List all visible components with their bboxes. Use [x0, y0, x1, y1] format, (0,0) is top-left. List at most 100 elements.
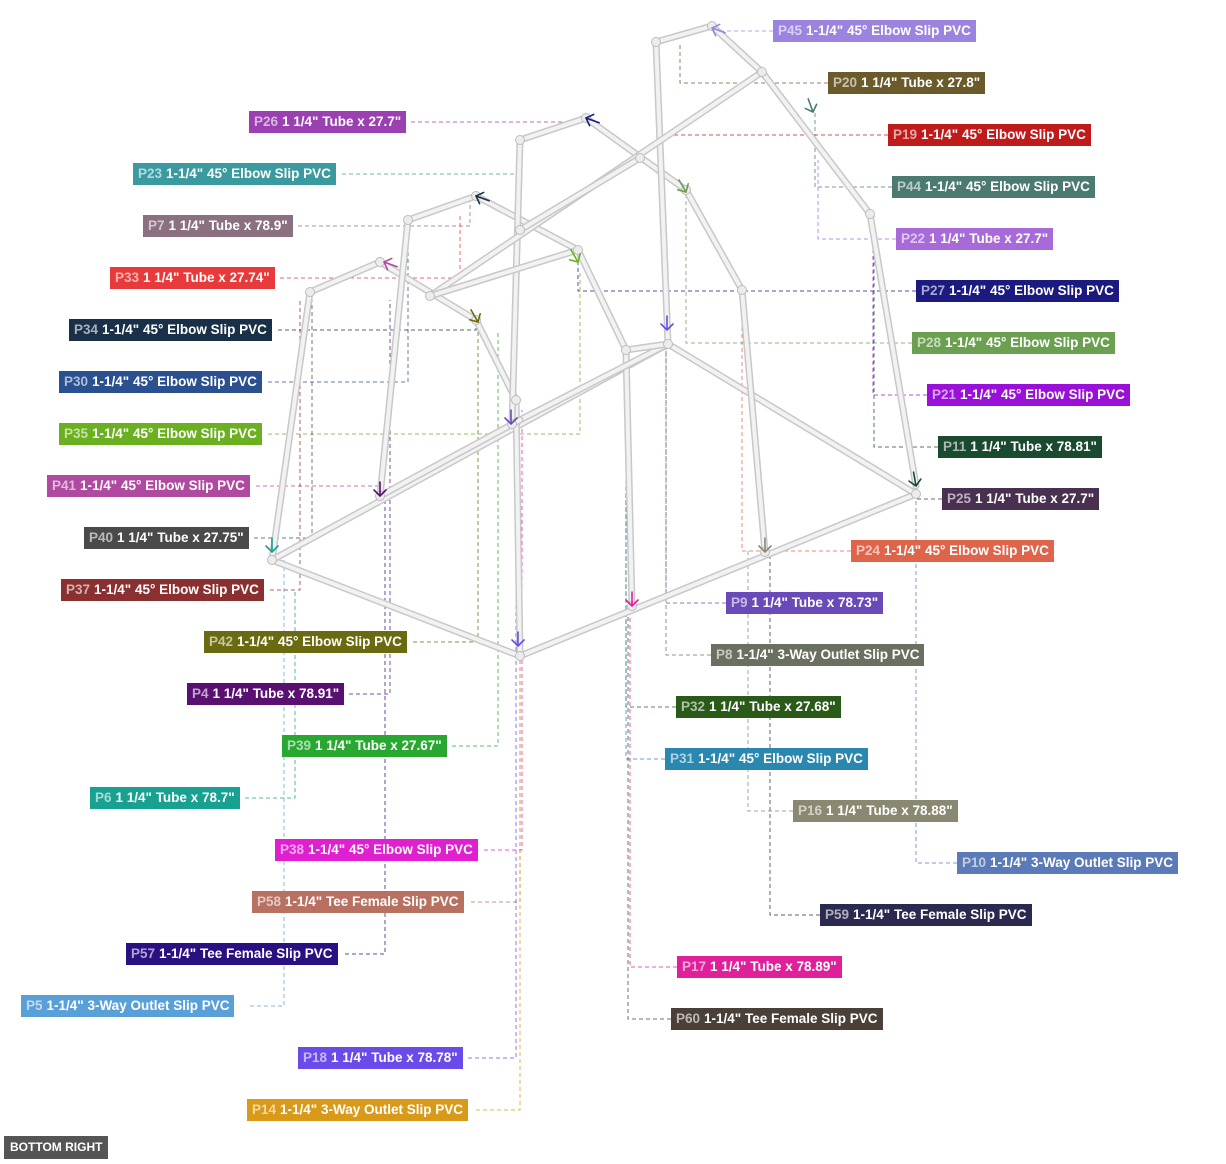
joint-fitting	[757, 67, 767, 77]
part-arrow-p44	[804, 98, 818, 114]
frame-structure	[267, 21, 921, 661]
part-id: P23	[138, 166, 163, 181]
tube	[518, 116, 588, 142]
part-description: 1-1/4" 45° Elbow Slip PVC	[92, 426, 257, 441]
joint-fitting	[651, 37, 661, 47]
joint-fitting	[511, 395, 521, 405]
part-description: 1 1/4" Tube x 78.7"	[115, 790, 235, 805]
tube	[308, 260, 382, 294]
part-id: P24	[856, 543, 881, 558]
part-id: P39	[287, 738, 312, 753]
part-id: P11	[943, 439, 967, 454]
joint-fitting	[737, 285, 747, 295]
part-id: P26	[254, 114, 279, 129]
part-description: 1-1/4" 45° Elbow Slip PVC	[925, 179, 1090, 194]
joint-fitting	[515, 135, 525, 145]
part-id: P57	[131, 946, 156, 961]
part-description: 1-1/4" 3-Way Outlet Slip PVC	[736, 647, 920, 662]
part-id: P59	[825, 907, 850, 922]
leader-line-p11	[873, 215, 938, 448]
joint-fitting	[515, 225, 525, 235]
joint-fitting	[635, 153, 645, 163]
tube	[576, 248, 628, 352]
joint-fitting	[515, 651, 525, 661]
part-id: P38	[280, 842, 305, 857]
part-arrows	[265, 23, 922, 648]
part-id: P7	[148, 218, 165, 233]
part-id: P16	[798, 803, 823, 818]
part-description: 1 1/4" Tube x 27.8"	[861, 75, 981, 90]
leader-line-p41	[256, 485, 381, 490]
part-id: P58	[257, 894, 282, 909]
tube	[624, 348, 634, 608]
part-arrow-p35	[569, 249, 581, 263]
leader-line-p14	[476, 660, 521, 1111]
joint-fitting	[573, 245, 583, 255]
leader-line-p8	[665, 345, 711, 656]
part-id: P34	[74, 322, 99, 337]
joint-fitting	[425, 291, 435, 301]
part-description: 1-1/4" 45° Elbow Slip PVC	[698, 751, 863, 766]
part-description: 1-1/4" 45° Elbow Slip PVC	[960, 387, 1125, 402]
part-description: 1-1/4" 45° Elbow Slip PVC	[102, 322, 267, 337]
leader-line-p20	[679, 45, 828, 84]
part-description: 1-1/4" 45° Elbow Slip PVC	[921, 127, 1086, 142]
part-description: 1 1/4" Tube x 27.7"	[282, 114, 402, 129]
joint-fitting	[267, 555, 277, 565]
leader-lines	[245, 28, 957, 1111]
tube	[710, 24, 764, 74]
leader-line-p9	[665, 350, 726, 604]
part-id: P25	[947, 491, 972, 506]
part-description: 1 1/4" Tube x 78.78"	[331, 1050, 458, 1065]
part-description: 1-1/4" 3-Way Outlet Slip PVC	[280, 1102, 463, 1117]
tube	[270, 558, 522, 658]
part-arrow-p9	[504, 409, 518, 426]
leader-line-p59	[769, 555, 820, 916]
leader-line-p21	[872, 220, 927, 396]
part-id: P31	[670, 751, 695, 766]
part-description: 1-1/4" 45° Elbow Slip PVC	[308, 842, 473, 857]
part-id: P42	[209, 634, 234, 649]
joint-fitting	[911, 489, 921, 499]
part-description: 1-1/4" 45° Elbow Slip PVC	[92, 374, 257, 389]
part-description: 1-1/4" Tee Female Slip PVC	[285, 894, 459, 909]
part-id: P44	[897, 179, 922, 194]
part-id: P28	[917, 335, 942, 350]
part-description: 1-1/4" 45° Elbow Slip PVC	[237, 634, 402, 649]
leader-line-p26	[411, 120, 585, 123]
part-arrow-p41	[382, 257, 398, 271]
leader-line-p5	[250, 560, 285, 1007]
part-description: 1-1/4" 45° Elbow Slip PVC	[166, 166, 331, 181]
tube	[510, 342, 670, 426]
tube	[624, 342, 670, 352]
joint-fitting	[865, 209, 875, 219]
part-id: P30	[64, 374, 89, 389]
tube	[666, 342, 918, 496]
tube	[510, 138, 522, 426]
leader-line-p60	[627, 610, 671, 1020]
tube	[378, 218, 410, 498]
part-description: 1 1/4" Tube x 78.89"	[710, 959, 837, 974]
part-arrow-p16	[758, 537, 772, 554]
part-id: P14	[252, 1102, 277, 1117]
part-description: 1 1/4" Tube x 27.75"	[117, 530, 244, 545]
part-arrow-p28	[677, 179, 689, 193]
